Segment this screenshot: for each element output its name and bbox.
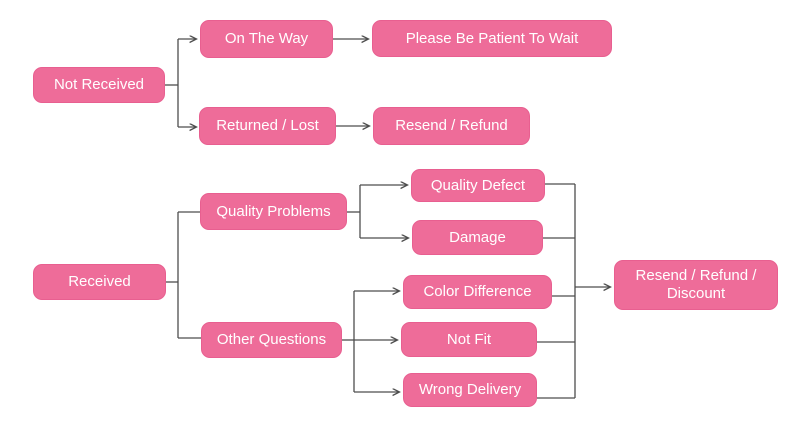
node-label: On The Way — [224, 30, 309, 47]
node-quality-problems: Quality Problems — [200, 193, 347, 230]
node-label: Resend / Refund — [395, 117, 508, 134]
node-on-the-way: On The Way — [200, 20, 333, 58]
node-quality-defect: Quality Defect — [411, 169, 545, 202]
node-resend-refund-discount: Resend / Refund / Discount — [614, 260, 778, 310]
node-returned-lost: Returned / Lost — [199, 107, 336, 145]
edges-converge-to-final — [537, 183, 610, 399]
node-label: Quality Defect — [430, 176, 526, 194]
node-label: Please Be Patient To Wait — [405, 29, 579, 47]
node-not-fit: Not Fit — [401, 322, 537, 357]
edges-received-split — [166, 211, 201, 339]
node-resend-refund: Resend / Refund — [373, 107, 530, 145]
node-other-questions: Other Questions — [201, 322, 342, 358]
edges-not-received-split — [165, 39, 196, 127]
node-label: Not Fit — [446, 330, 492, 348]
node-please-be-patient: Please Be Patient To Wait — [372, 20, 612, 57]
node-wrong-delivery: Wrong Delivery — [403, 373, 537, 407]
node-label: Resend / Refund / Discount — [635, 267, 757, 302]
node-label: Wrong Delivery — [418, 381, 522, 398]
node-label: Received — [68, 273, 131, 290]
node-label: Not Received — [53, 76, 145, 93]
edges-quality-problems-split — [347, 185, 408, 238]
node-label: Color Difference — [423, 283, 532, 300]
edges-other-questions-split — [342, 291, 399, 392]
node-label: Other Questions — [216, 331, 327, 348]
node-label: Damage — [449, 228, 506, 246]
node-received: Received — [33, 264, 166, 300]
node-color-difference: Color Difference — [403, 275, 552, 309]
node-label: Quality Problems — [216, 202, 331, 220]
node-not-received: Not Received — [33, 67, 165, 103]
node-damage: Damage — [412, 220, 543, 255]
node-label: Returned / Lost — [216, 117, 319, 134]
